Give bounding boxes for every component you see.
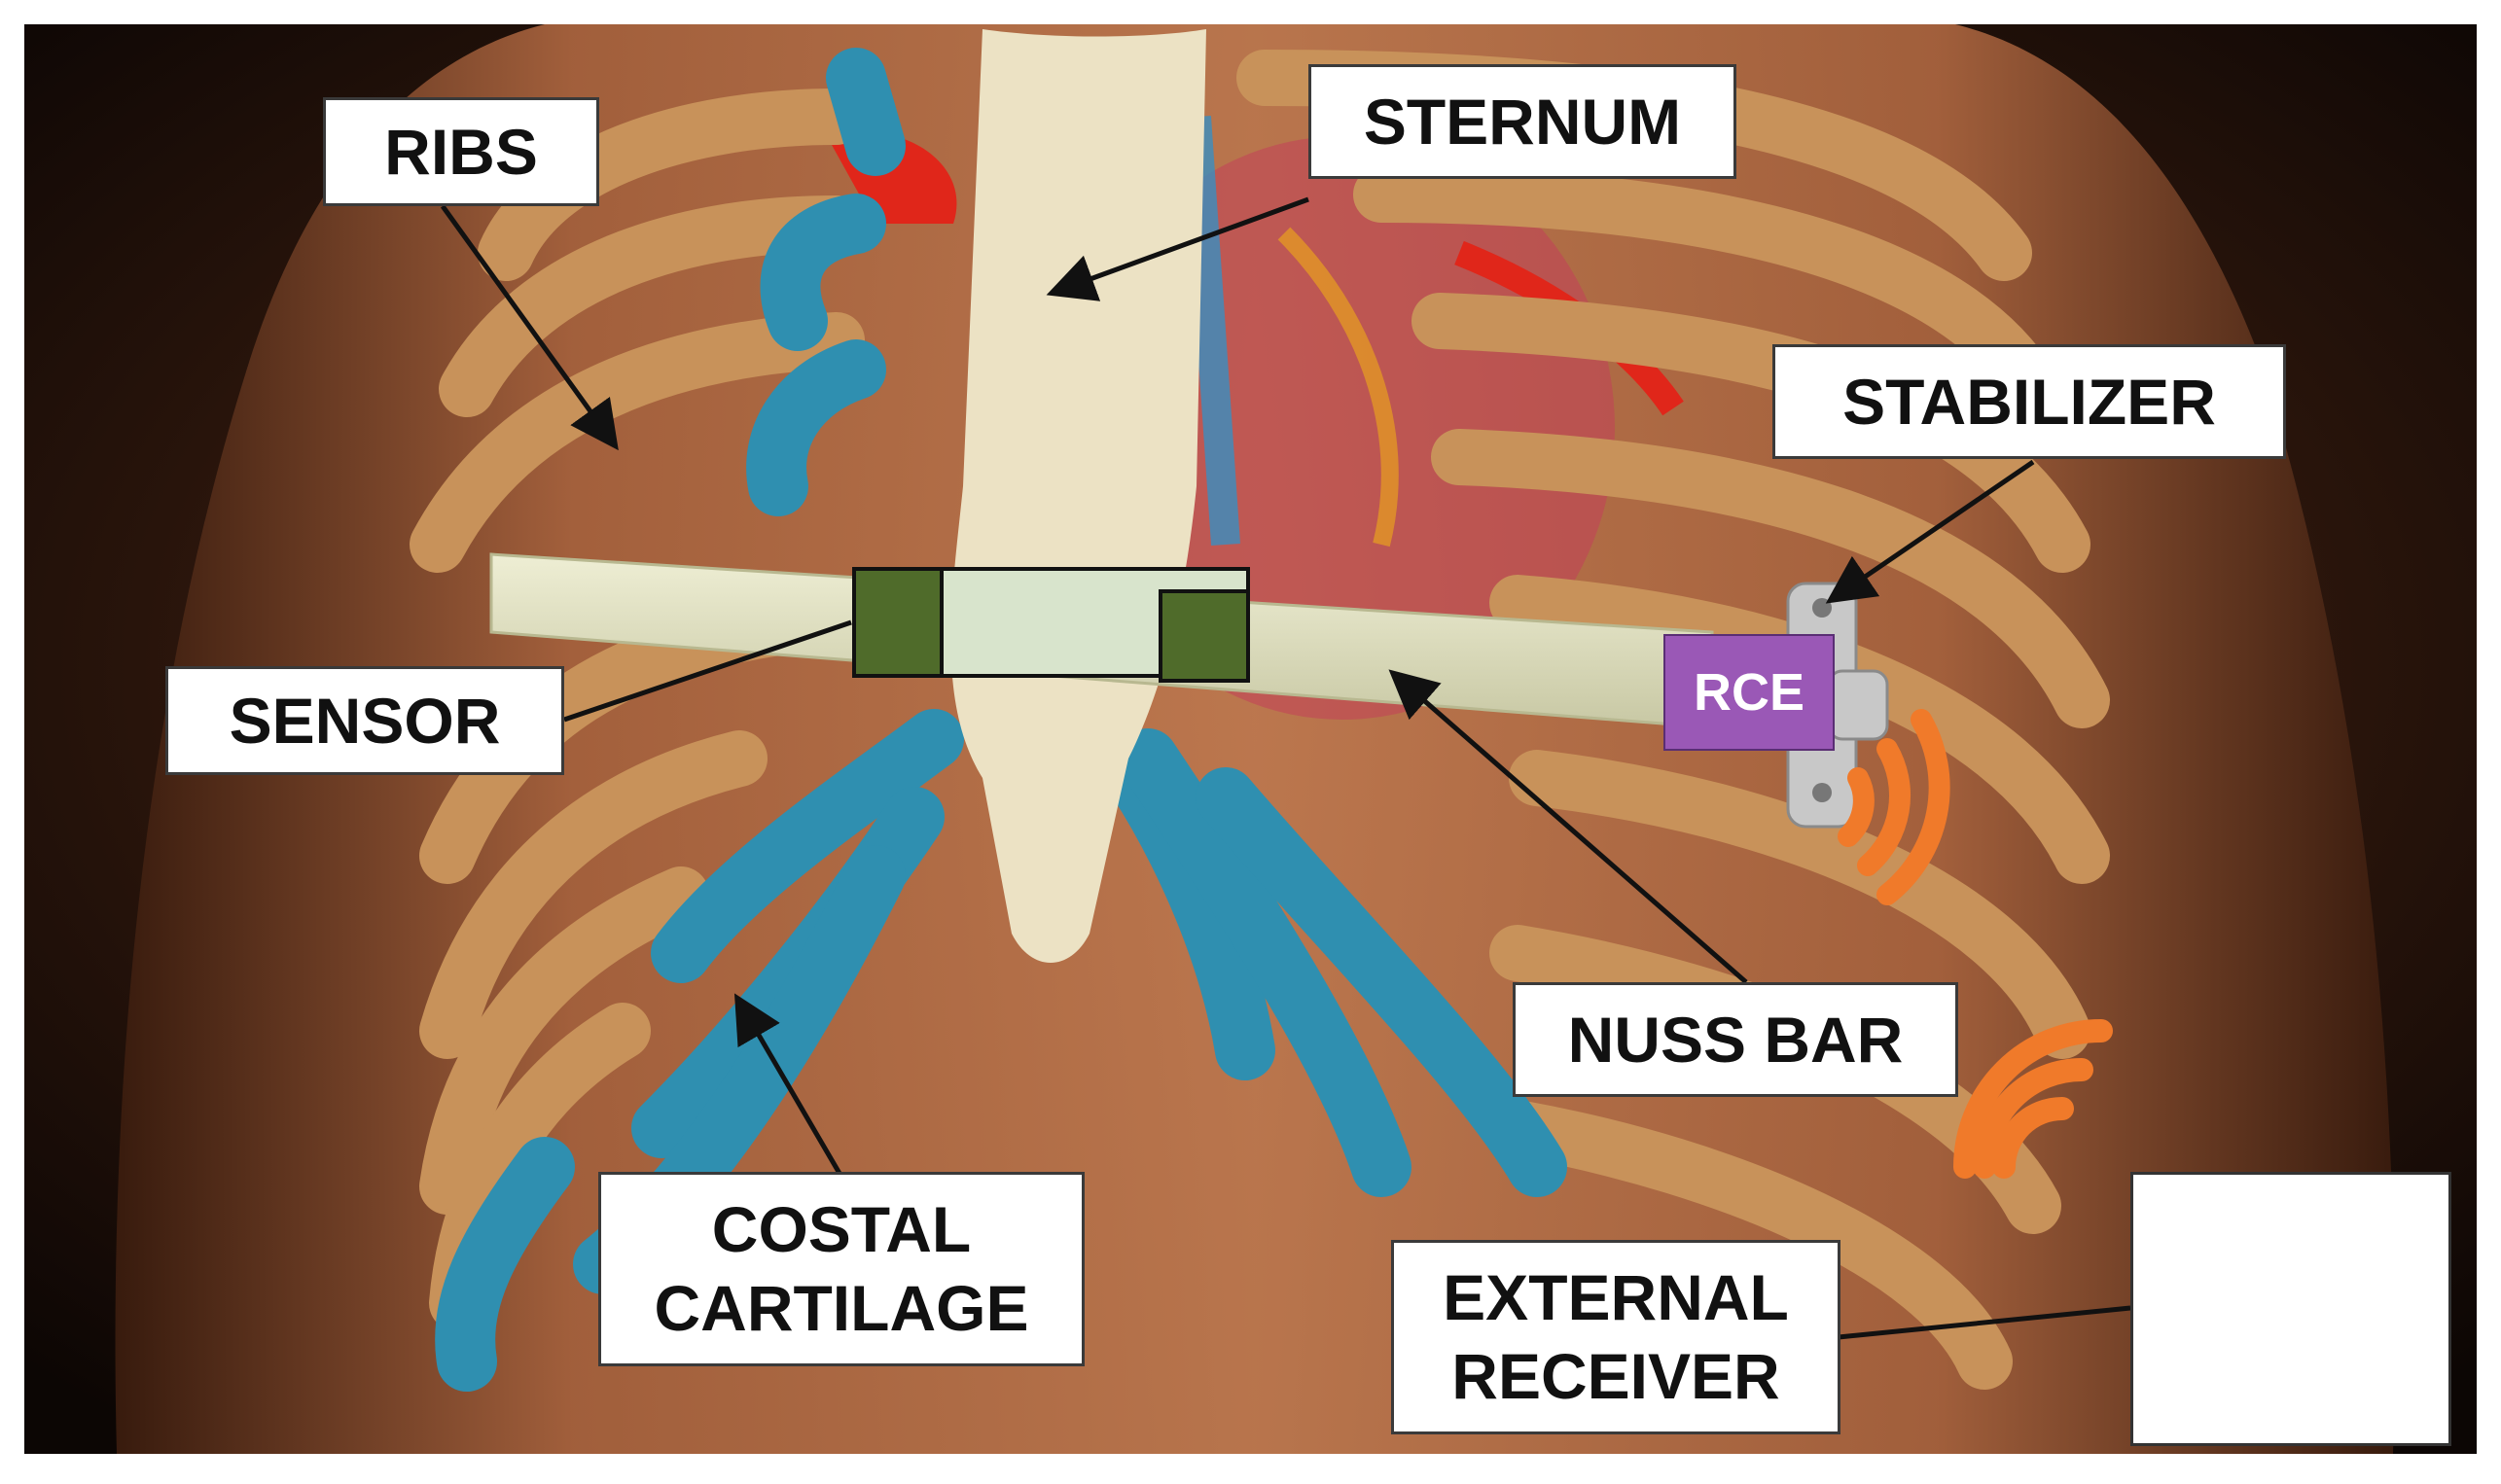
label-costal-cartilage: COSTAL CARTILAGE: [598, 1172, 1085, 1366]
label-external-receiver: EXTERNAL RECEIVER: [1391, 1240, 1840, 1434]
label-sternum: STERNUM: [1308, 64, 1736, 179]
receiver-signal-waves-icon: [1953, 1019, 2113, 1179]
label-nuss-bar: NUSS BAR: [1513, 982, 1958, 1097]
costal-cartilage: [435, 48, 1567, 1392]
nuss-bar-arrow: [1388, 669, 1748, 984]
receiver-leader: [1838, 1305, 2131, 1340]
rce-module: RCE: [1663, 634, 1835, 751]
stabilizer-arrow: [1825, 459, 2035, 604]
ribs-arrow: [440, 204, 619, 451]
label-sensor: SENSOR: [165, 666, 564, 775]
sensor-device: [852, 567, 1250, 683]
sensor-leader: [563, 619, 852, 723]
leader-lines: [440, 196, 2131, 1340]
sternum-arrow: [1046, 196, 1309, 301]
external-receiver-photo-frame: [2130, 1172, 2451, 1446]
label-ribs: RIBS: [323, 97, 599, 206]
signal-waves-icon: [1838, 709, 1950, 905]
label-stabilizer: STABILIZER: [1772, 344, 2286, 459]
cartilage-arrow: [733, 993, 844, 1179]
